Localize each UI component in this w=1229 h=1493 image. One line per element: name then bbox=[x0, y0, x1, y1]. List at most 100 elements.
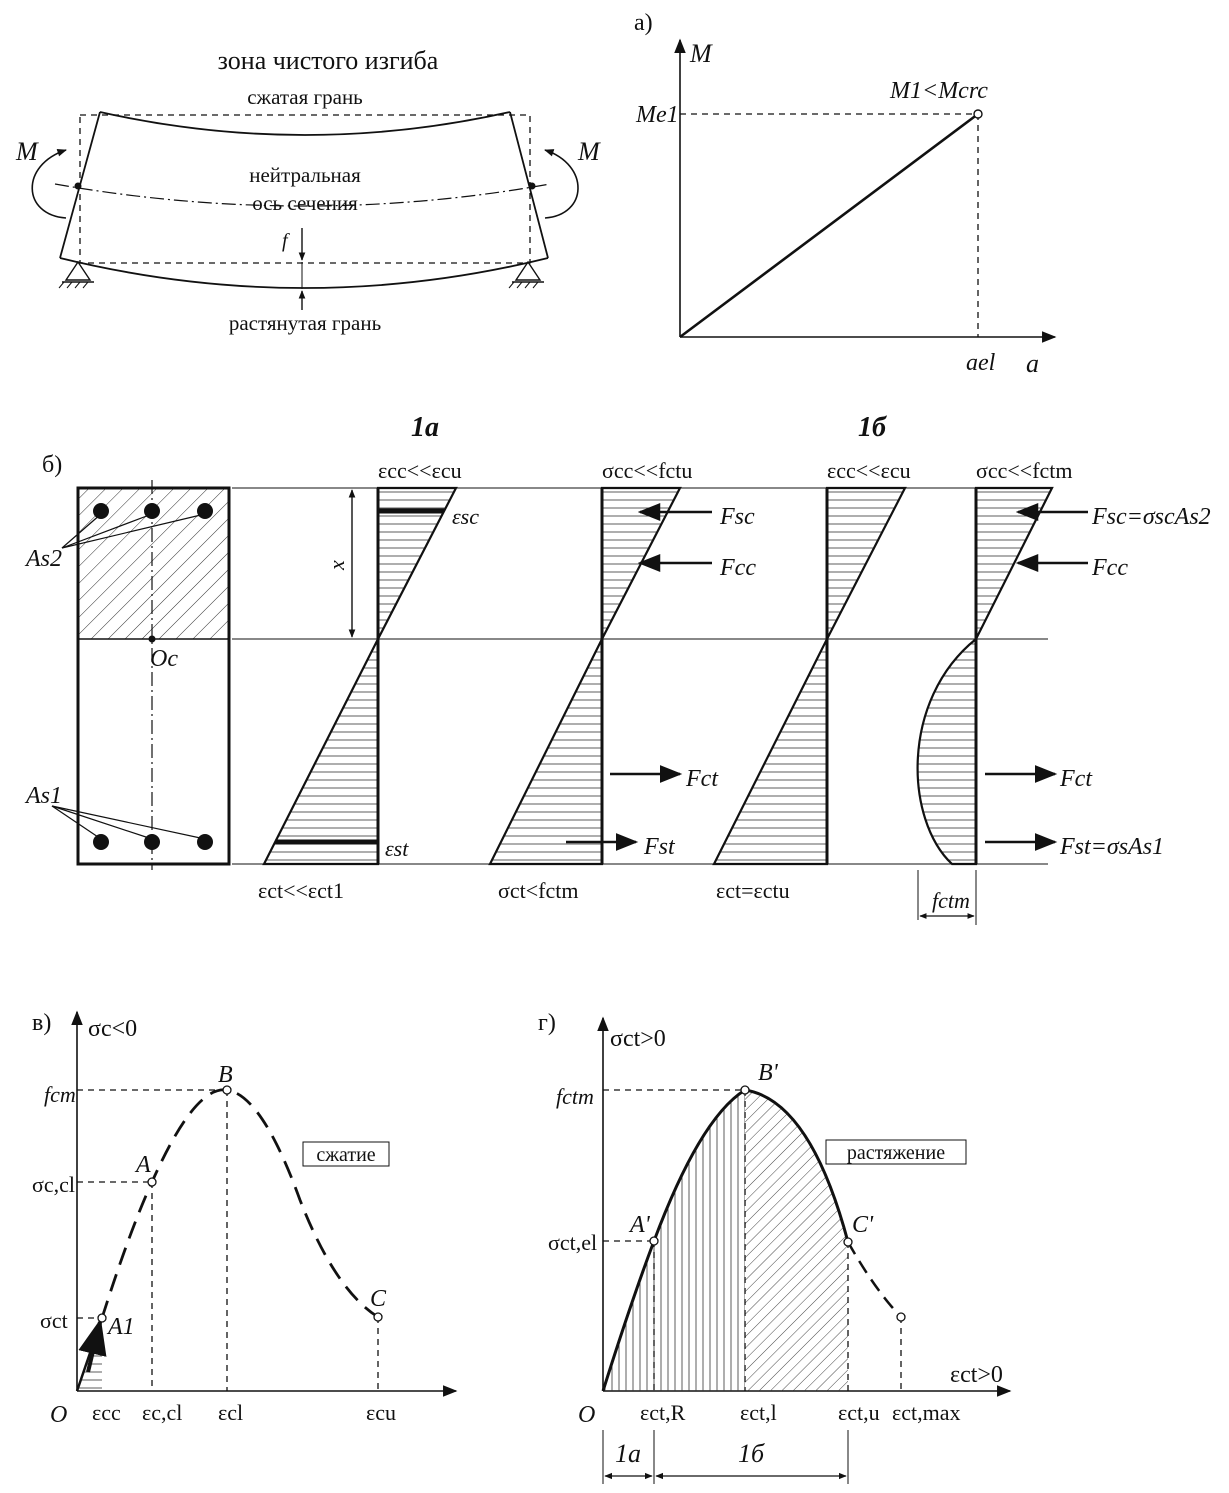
moment-right-label: M bbox=[577, 137, 601, 166]
fst-label: Fst bbox=[643, 834, 676, 860]
support-left bbox=[64, 260, 92, 281]
fct-label-2: Fct bbox=[1059, 766, 1093, 792]
strain-1a-tension bbox=[262, 638, 380, 866]
panel-a-tag: а) bbox=[634, 10, 653, 36]
panel-v-y-label: σc<0 bbox=[88, 1016, 137, 1042]
panel-g-origin: O bbox=[578, 1402, 595, 1428]
point-b bbox=[222, 1085, 232, 1095]
rebar-bottom-2 bbox=[144, 834, 160, 850]
tension-box bbox=[825, 1139, 967, 1165]
panel-v-tag: в) bbox=[32, 1010, 51, 1036]
panel-g: г) σct>0 εct>0 A' B' C' fctm σct,el O εc… bbox=[538, 1010, 1012, 1484]
panel-v-load-arrow bbox=[78, 1318, 107, 1373]
fsc-eq-label: Fsc=σscAs2 bbox=[1091, 504, 1211, 530]
support-right bbox=[514, 260, 542, 281]
panel-v: в) σc<0 A1 A B C fcm σc,cl σct O εcc εc,… bbox=[32, 1010, 458, 1428]
beam-top-face bbox=[99, 111, 511, 136]
zone-1b-label: 1б bbox=[738, 1439, 765, 1468]
panel-a-point bbox=[973, 109, 983, 119]
panel-v-curve bbox=[100, 1088, 379, 1319]
fsc-label: Fsc bbox=[719, 504, 755, 530]
neutral-axis-curve bbox=[54, 183, 551, 207]
panel-a-y-tick: Me1 bbox=[635, 102, 679, 128]
stage-1a-label: 1a bbox=[411, 412, 439, 443]
panel-a: а) M a Me1 ael M1<Mcrc bbox=[634, 10, 1057, 378]
beam-bottom-face bbox=[59, 257, 549, 289]
top-label-4: σcc<<fctm bbox=[976, 458, 1073, 483]
panel-a-x-label: a bbox=[1026, 349, 1039, 378]
strain-1b-tension bbox=[712, 638, 829, 866]
point-b-prime bbox=[740, 1085, 750, 1095]
point-max bbox=[896, 1312, 906, 1322]
fctm-tick: fctm bbox=[556, 1084, 594, 1109]
panel-g-curve-tail bbox=[846, 1241, 902, 1318]
bottom-label-3: εct=εctu bbox=[716, 878, 790, 903]
compression-box-label: сжатие bbox=[316, 1144, 375, 1166]
bottom-label-2: σct<fctm bbox=[498, 878, 578, 903]
panel-a-line bbox=[679, 112, 979, 339]
beam-original-outline bbox=[79, 114, 531, 264]
bottom-label-1: εct<<εct1 bbox=[258, 878, 344, 903]
neutral-point-left bbox=[74, 182, 82, 190]
rebar-top-3 bbox=[197, 503, 213, 519]
beam-title: зона чистого изгиба bbox=[218, 46, 439, 75]
moment-left-label: M bbox=[15, 137, 39, 166]
as2-label: As2 bbox=[24, 546, 62, 572]
fctm-dim-label: fctm bbox=[932, 888, 970, 913]
point-a bbox=[147, 1177, 157, 1187]
top-label-3: εcc<<εcu bbox=[827, 458, 911, 483]
moment-left-arrow bbox=[31, 149, 67, 219]
rebar-bottom-1 bbox=[93, 834, 109, 850]
point-c bbox=[373, 1312, 383, 1322]
rebar-bottom-3 bbox=[197, 834, 213, 850]
zone-1b-diagonal-hatch bbox=[745, 1090, 848, 1391]
eps-ct-u-tick: εct,u bbox=[838, 1400, 880, 1425]
label-a: A bbox=[134, 1152, 151, 1178]
deflection-label: f bbox=[282, 230, 290, 252]
stage-1b-label: 1б bbox=[858, 412, 887, 443]
label-b: B bbox=[218, 1062, 233, 1088]
sigma-c-cl-tick: σc,cl bbox=[32, 1172, 75, 1197]
beam-diagram: зона чистого изгиба сжатая грань нейтрал… bbox=[15, 46, 601, 335]
zone-1a-label: 1а bbox=[615, 1439, 641, 1468]
strain-1b-compression bbox=[825, 486, 907, 640]
eps-ct-max-tick: εct,max bbox=[892, 1400, 961, 1425]
point-a1 bbox=[97, 1313, 107, 1323]
rebar-top-1 bbox=[93, 503, 109, 519]
panel-b-tag: б) bbox=[42, 452, 62, 478]
point-c-prime bbox=[843, 1237, 853, 1247]
stress-1a-tension bbox=[488, 638, 604, 866]
fct-label: Fct bbox=[685, 766, 719, 792]
fcm-tick: fcm bbox=[44, 1082, 76, 1107]
as1-label: As1 bbox=[24, 783, 62, 809]
label-c: C bbox=[370, 1286, 387, 1312]
eps-cc-tick: εcc bbox=[92, 1400, 121, 1425]
top-label-2: σcc<<fctu bbox=[602, 458, 692, 483]
label-c-prime: C' bbox=[852, 1212, 874, 1238]
panel-a-y-label: M bbox=[689, 39, 713, 68]
panel-g-tag: г) bbox=[538, 1010, 556, 1036]
neutral-axis-label-1: нейтральная bbox=[249, 163, 361, 187]
panel-g-y-label: σct>0 bbox=[610, 1026, 666, 1052]
eps-cu-tick: εcu bbox=[366, 1400, 396, 1425]
top-label-1: εcc<<εcu bbox=[378, 458, 462, 483]
compressed-face-label: сжатая грань bbox=[247, 85, 363, 109]
label-a-prime: A' bbox=[628, 1212, 651, 1238]
tension-box-label: растяжение bbox=[847, 1142, 945, 1164]
moment-right-arrow bbox=[544, 149, 579, 219]
sigma-ct-el-tick: σct,el bbox=[548, 1230, 597, 1255]
panel-g-x-label: εct>0 bbox=[950, 1362, 1003, 1388]
zone-1a-1b-vertical-hatch bbox=[603, 1090, 745, 1391]
eps-sc-label: εsc bbox=[452, 504, 479, 529]
label-a1: A1 bbox=[106, 1314, 135, 1340]
section-centroid bbox=[148, 635, 156, 643]
x-dimension-label: x bbox=[324, 560, 349, 571]
sigma-ct-tick: σct bbox=[40, 1308, 68, 1333]
tension-face-label: растянутая грань bbox=[229, 311, 381, 335]
fcc-label-2: Fcc bbox=[1091, 555, 1128, 581]
eps-cl-tick: εcl bbox=[218, 1400, 243, 1425]
oc-label: Oc bbox=[150, 646, 178, 672]
panel-a-x-tick: ael bbox=[966, 350, 996, 376]
fst-eq-label: Fst=σsAs1 bbox=[1059, 834, 1164, 860]
neutral-point-right bbox=[528, 182, 536, 190]
